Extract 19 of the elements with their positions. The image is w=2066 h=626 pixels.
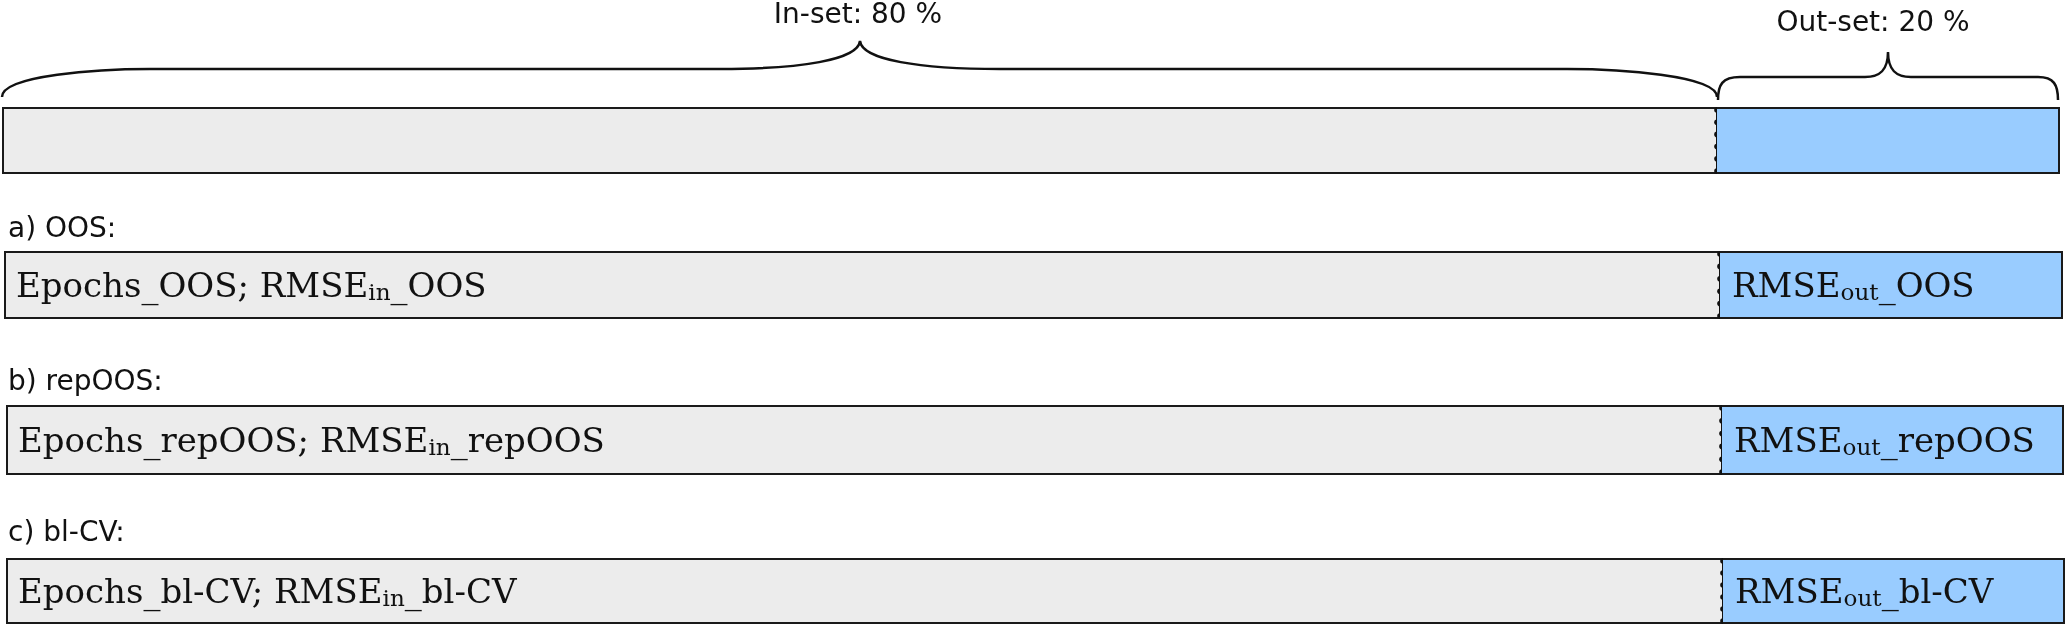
segment-text: RMSE$_{out}$_bl-CV: [1735, 570, 1994, 612]
row-heading: a) OOS:: [8, 211, 117, 245]
brace-label: Out-set: 20 %: [1776, 5, 1970, 39]
segment-text: RMSE$_{out}$_OOS: [1732, 264, 1975, 306]
bar-segment: [6, 558, 1723, 624]
segment-text: Epochs_OOS; RMSE$_{in}$_OOS: [16, 264, 487, 306]
bar-segment: [4, 251, 1720, 319]
brace-label: In-set: 80 %: [773, 0, 943, 31]
segment-text: Epochs_repOOS; RMSE$_{in}$_repOOS: [18, 419, 605, 461]
bar-segment: [2, 107, 1717, 174]
segment-text: Epochs_bl-CV; RMSE$_{in}$_bl-CV: [18, 570, 517, 612]
bar-segment: [1720, 251, 2063, 319]
segment-text: RMSE$_{out}$_repOOS: [1734, 419, 2035, 461]
bar-segment: [1722, 405, 2064, 475]
bar-segment: [1717, 107, 2060, 174]
bar-segment: [1723, 558, 2065, 624]
bar-segment: [6, 405, 1722, 475]
row-heading: c) bl-CV:: [8, 515, 125, 549]
row-heading: b) repOOS:: [8, 364, 163, 398]
